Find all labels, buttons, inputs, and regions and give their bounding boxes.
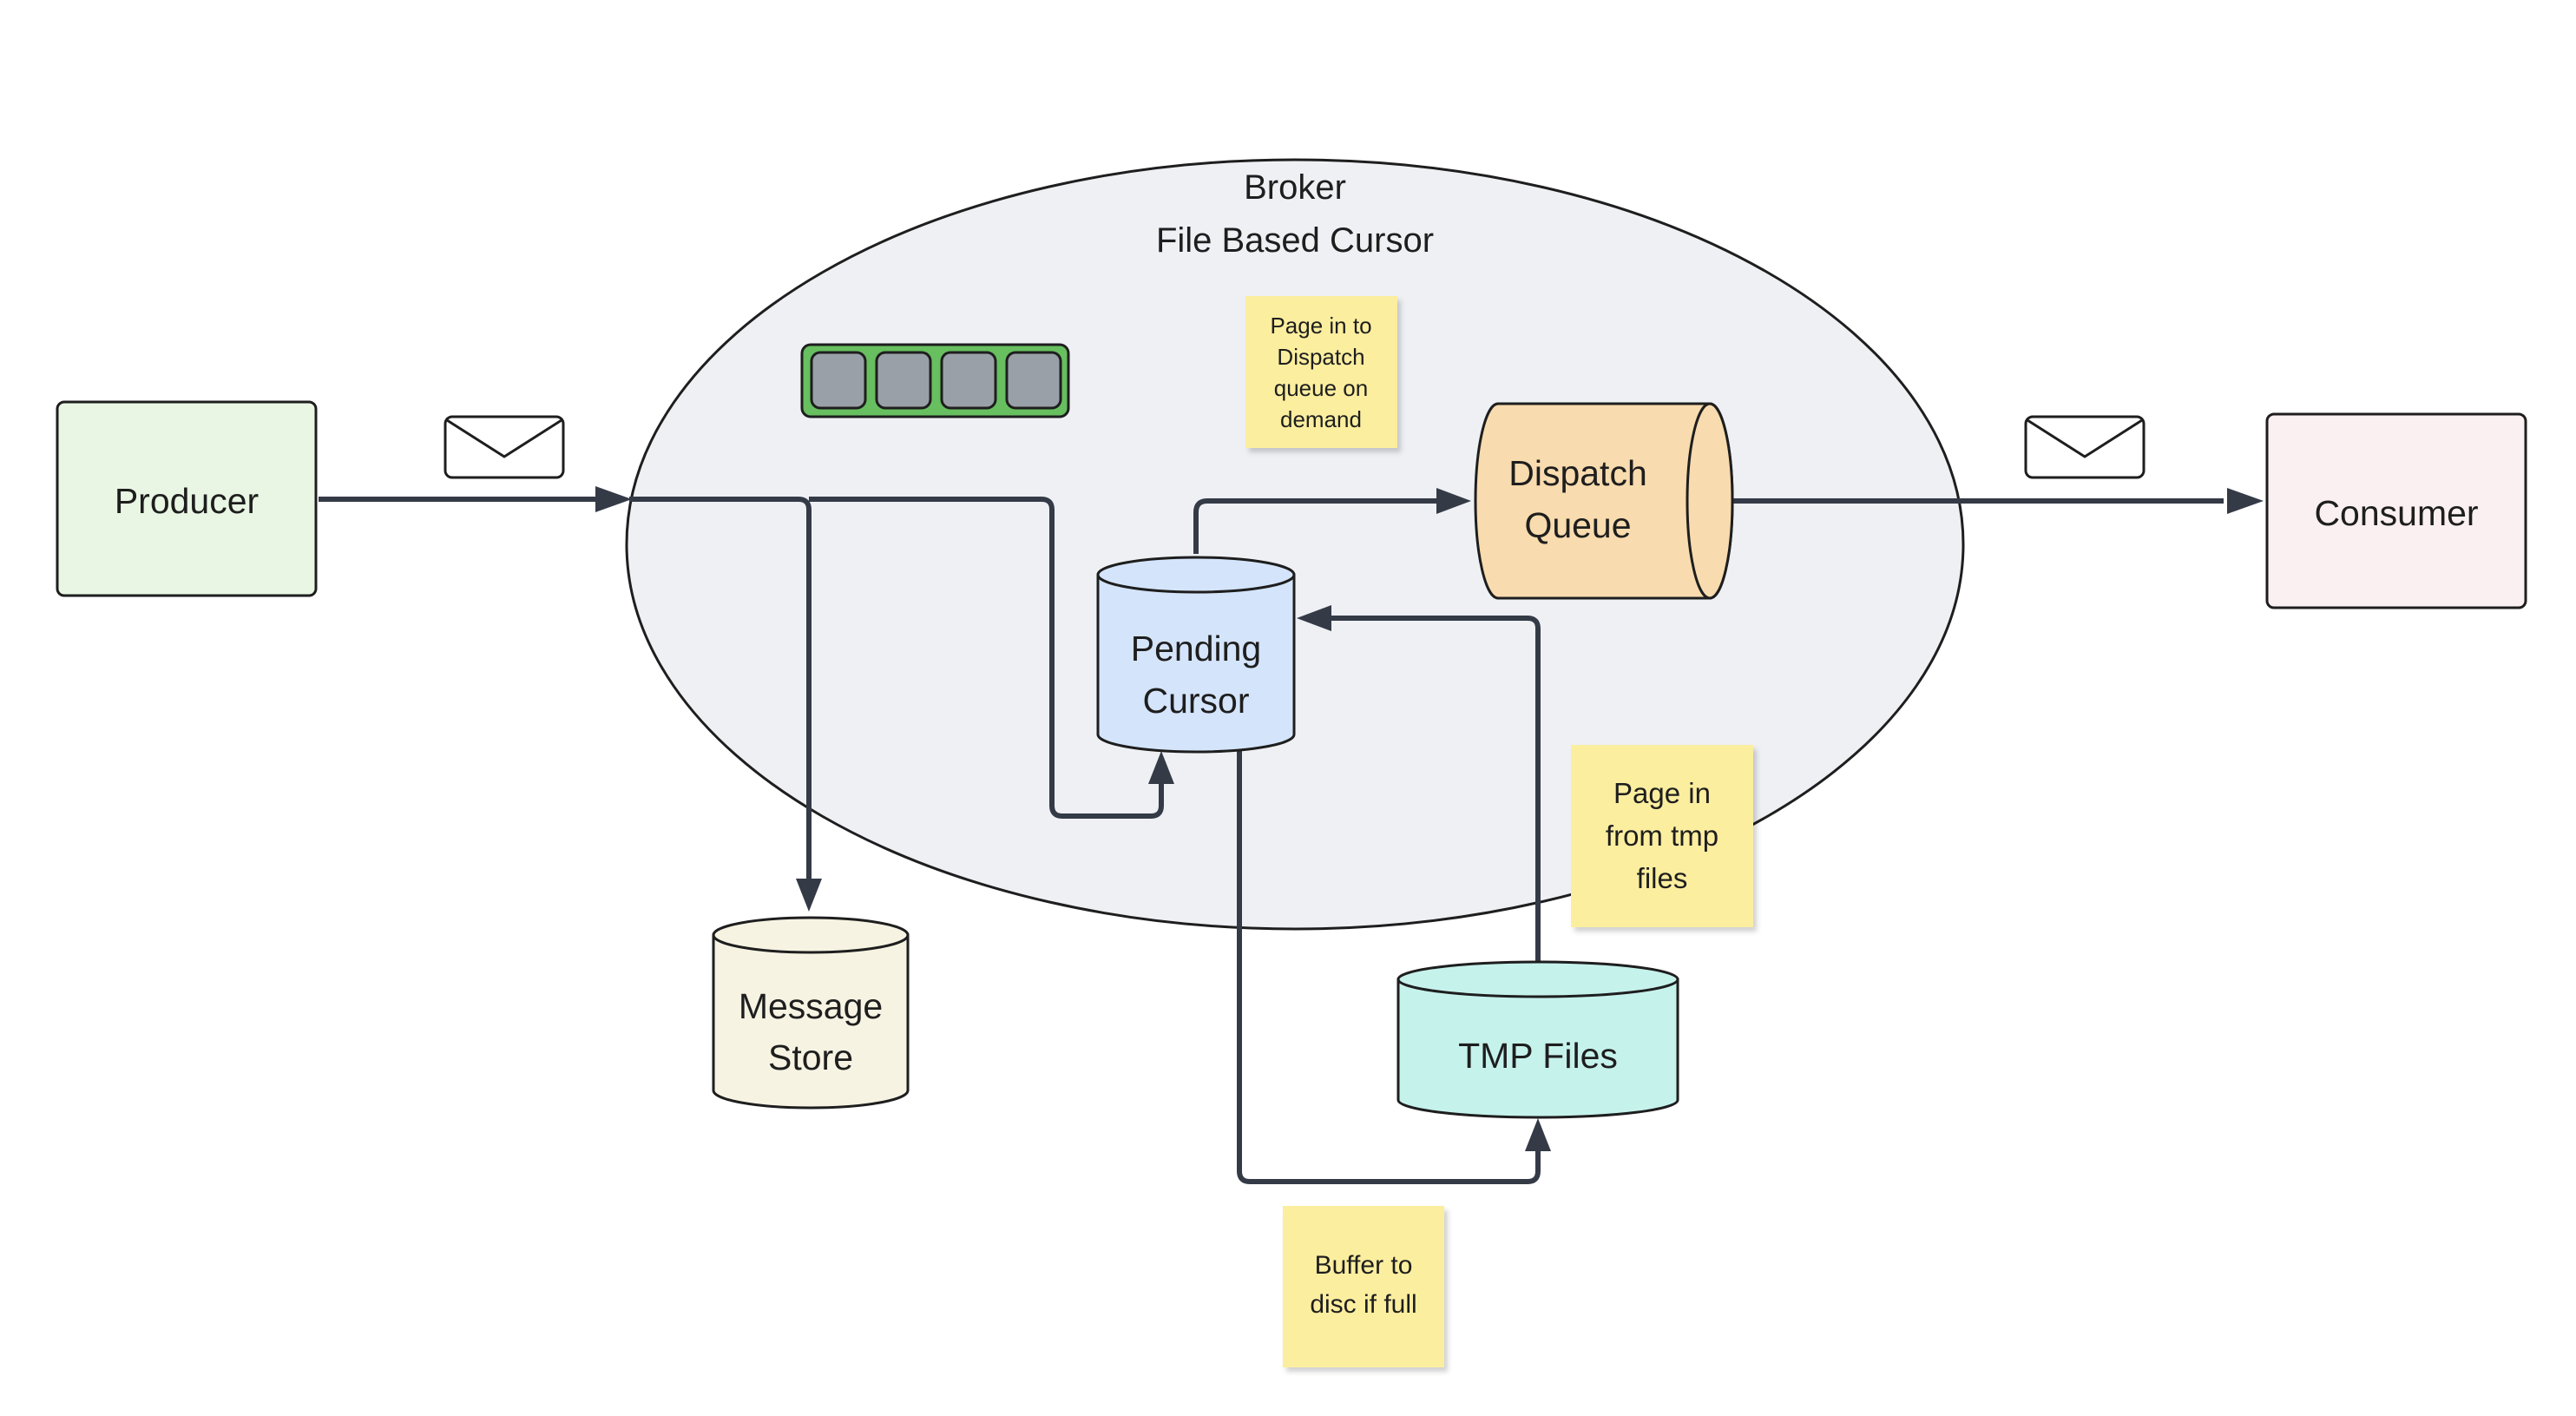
arrowhead-broker-entry <box>595 486 632 512</box>
pending-cursor-cylinder[interactable]: Pending Cursor <box>1096 556 1296 754</box>
connector-tmp-to-cursor <box>1328 616 1541 965</box>
pending-cursor-label-line1: Pending <box>1131 629 1261 668</box>
producer-label: Producer <box>115 481 259 521</box>
note-page-in-tmp: Page in from tmp files <box>1571 745 1753 927</box>
note-page-in-dispatch-line2: Dispatch <box>1277 344 1364 370</box>
broker-subtitle: File Based Cursor <box>1156 221 1434 260</box>
note-page-in-tmp-line2: from tmp <box>1606 820 1718 852</box>
broker-boundary <box>625 158 1965 931</box>
tmp-files-cylinder[interactable]: TMP Files <box>1396 960 1679 1119</box>
broker-title: Broker <box>1244 168 1346 207</box>
arrowhead-message-store <box>796 879 822 912</box>
message-buffer <box>800 343 1070 418</box>
message-store-label-line1: Message <box>739 986 883 1026</box>
arrowhead-cursor-page-in <box>1297 605 1331 631</box>
pending-cursor-label-line2: Cursor <box>1142 681 1249 721</box>
message-buffer-slot <box>1005 351 1062 410</box>
consumer-label: Consumer <box>2314 493 2478 533</box>
connector-to-message-store <box>629 497 812 884</box>
arrowheads <box>595 486 2264 1151</box>
message-store-cylinder[interactable]: Message Store <box>712 916 910 1110</box>
consumer-box[interactable] <box>2265 412 2527 609</box>
message-buffer-slot <box>940 351 997 410</box>
note-page-in-dispatch-line1: Page in to <box>1270 313 1371 339</box>
connectors <box>319 497 2224 1184</box>
dispatch-queue-label-line1: Dispatch <box>1508 453 1647 493</box>
connector-cursor-to-dispatch <box>1193 498 1439 554</box>
message-buffer-frame <box>800 343 1070 418</box>
note-buffer-to-disc-line2: disc if full <box>1310 1290 1416 1319</box>
arrowhead-dispatch-queue <box>1436 488 1471 514</box>
envelope-icon <box>444 415 565 479</box>
envelope-icon <box>2024 415 2146 479</box>
arrowhead-consumer <box>2227 488 2264 514</box>
producer-box[interactable] <box>56 400 318 597</box>
dispatch-queue-label-line2: Queue <box>1524 505 1631 545</box>
message-store-label-line2: Store <box>768 1037 853 1077</box>
note-page-in-dispatch-line4: demand <box>1280 406 1362 432</box>
tmp-files-label: TMP Files <box>1458 1036 1618 1076</box>
message-buffer-slot <box>875 351 932 410</box>
arrowhead-tmp-files <box>1525 1118 1551 1151</box>
connector-cursor-to-tmp <box>1237 751 1541 1184</box>
note-page-in-dispatch: Page in to Dispatch queue on demand <box>1245 296 1397 448</box>
note-page-in-tmp-line3: files <box>1637 862 1688 894</box>
arrowhead-pending-cursor <box>1148 751 1174 784</box>
note-buffer-to-disc-line1: Buffer to <box>1315 1251 1413 1280</box>
message-buffer-slot <box>810 351 867 410</box>
note-page-in-dispatch-line3: queue on <box>1274 375 1368 401</box>
dispatch-queue-cylinder[interactable]: Dispatch Queue <box>1474 402 1734 600</box>
connector-to-pending-cursor <box>809 497 1164 819</box>
note-page-in-tmp-line1: Page in <box>1613 777 1711 809</box>
note-buffer-to-disc: Buffer to disc if full <box>1283 1206 1444 1367</box>
